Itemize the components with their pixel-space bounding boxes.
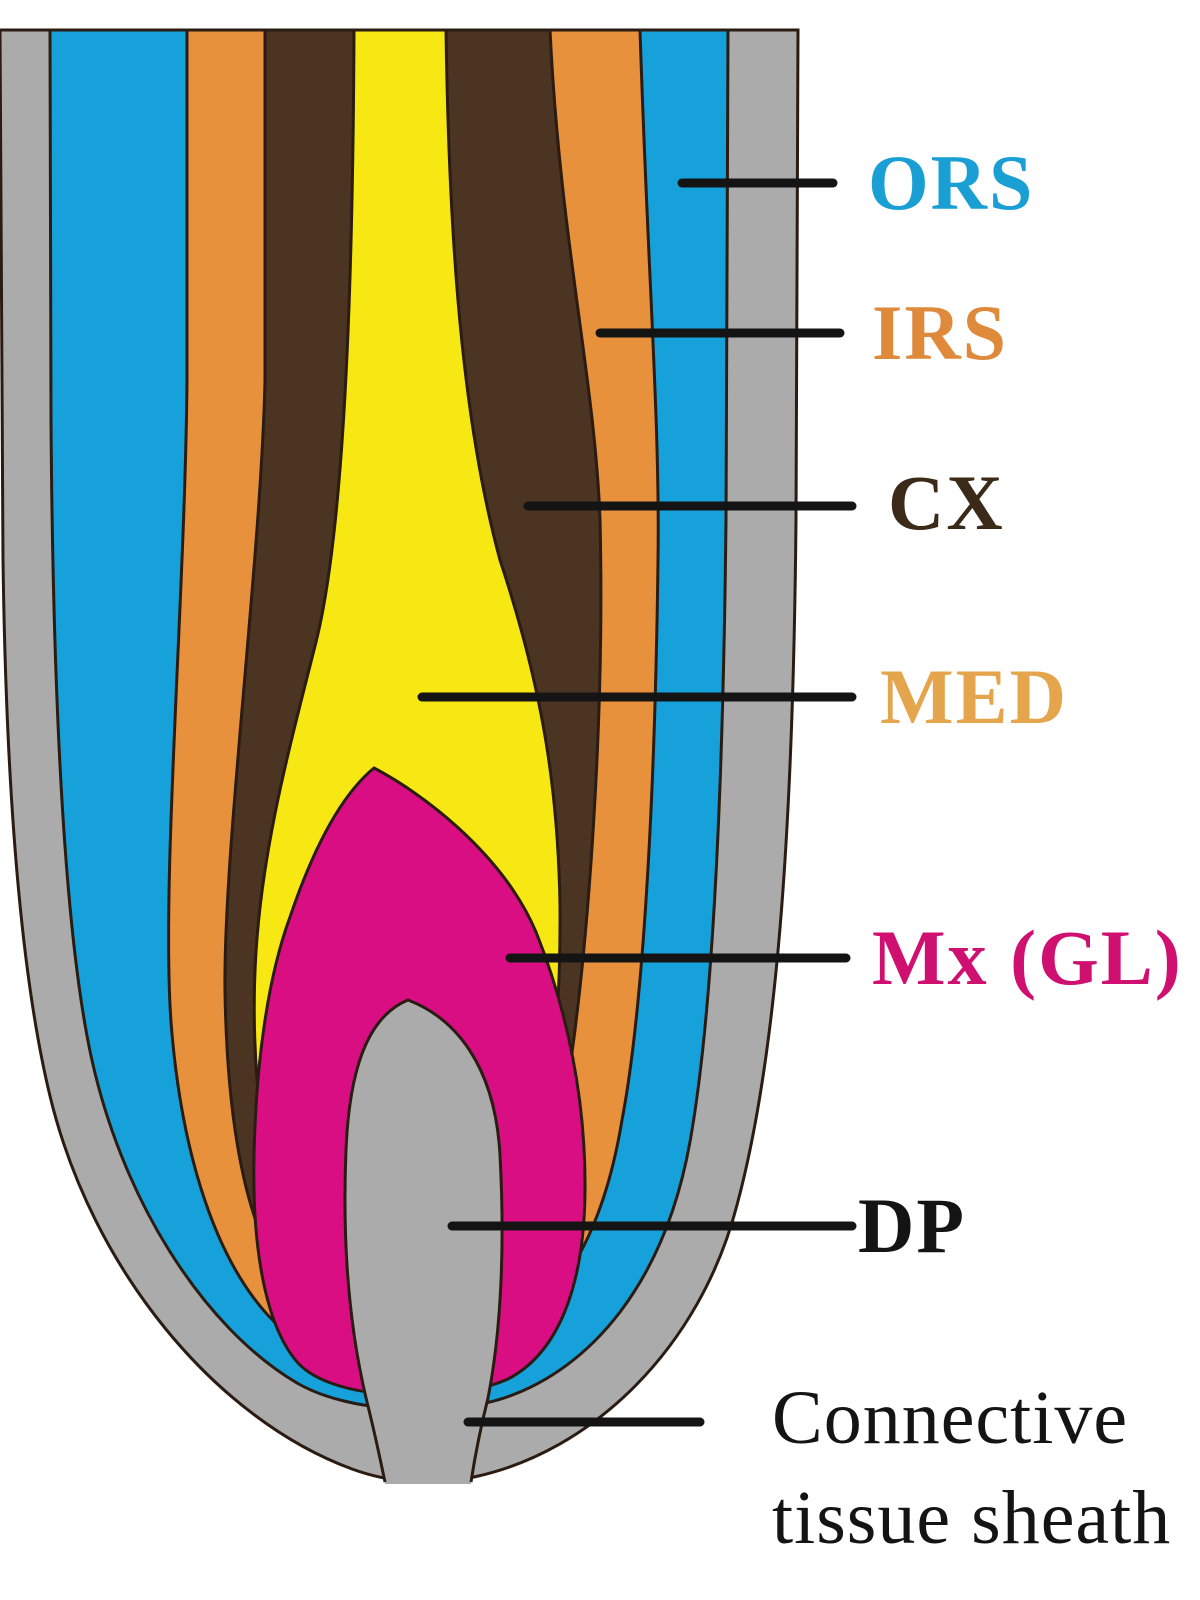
leader-lines xyxy=(417,178,857,1427)
layer-dermal-papilla-outline xyxy=(343,998,504,1483)
label-ors: ORS xyxy=(868,139,1035,226)
label-med: MED xyxy=(880,653,1068,740)
label-irs: IRS xyxy=(872,289,1009,376)
layer-dermal-papilla-shape xyxy=(344,1000,503,1484)
label-mx-gl: Mx (GL) xyxy=(872,914,1183,1001)
label-connective-tissue-sheath: Connective tissue sheath xyxy=(772,1376,1172,1561)
label-dp: DP xyxy=(858,1182,966,1269)
label-cx: CX xyxy=(888,459,1005,546)
